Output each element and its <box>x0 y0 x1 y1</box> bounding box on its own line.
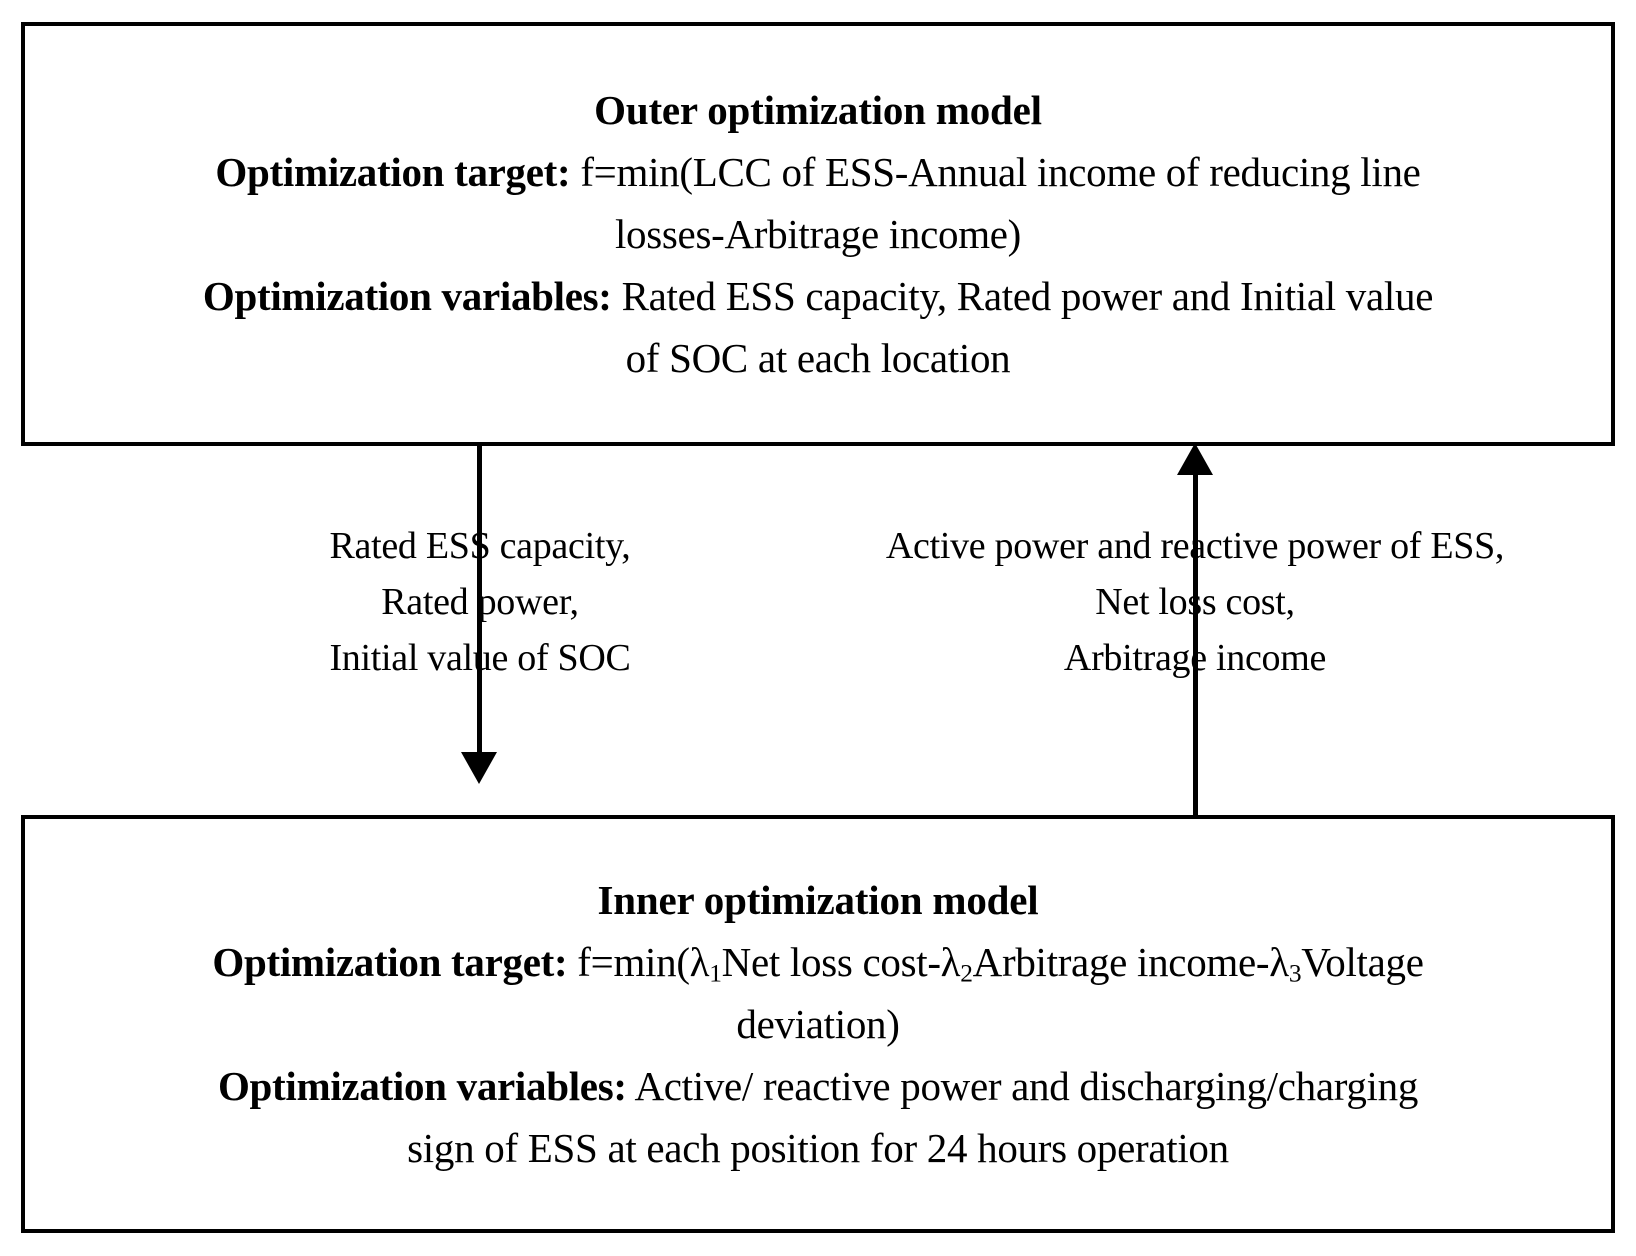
arrow-down-icon <box>461 752 497 784</box>
outer-box-content: Outer optimization model Optimization ta… <box>59 79 1577 389</box>
upward-flow-label-line-2: Net loss cost, <box>1095 581 1295 623</box>
downward-flow-label: Rated ESS capacity, Rated power, Initial… <box>180 518 780 686</box>
outer-variables-label: Optimization variables: <box>202 273 612 319</box>
upward-flow-label-line-3: Arbitrage income <box>1063 637 1327 679</box>
upward-connector-line <box>1193 474 1198 816</box>
arrow-up-icon <box>1177 443 1213 475</box>
outer-target-label: Optimization target: <box>215 149 571 195</box>
outer-optimization-target-line-2: losses-Arbitrage income) <box>614 211 1022 257</box>
inner-model-title: Inner optimization model <box>597 877 1039 923</box>
downward-flow-label-line-1: Rated ESS capacity, <box>329 525 631 567</box>
lambda-1-subscript: 1 <box>709 959 722 988</box>
inner-target-value-part-3: Arbitrage income-λ <box>972 939 1289 985</box>
outer-variables-value-line-1: Rated ESS capacity, Rated power and Init… <box>621 273 1434 319</box>
upward-flow-label-line-1: Active power and reactive power of ESS, <box>885 525 1505 567</box>
lambda-3-subscript: 3 <box>1288 959 1302 988</box>
inner-target-value-part-4: Voltage <box>1301 939 1424 985</box>
inner-optimization-variables-line-2: sign of ESS at each position for 24 hour… <box>407 1125 1229 1171</box>
downward-flow-label-line-3: Initial value of SOC <box>329 637 631 679</box>
inner-variables-label: Optimization variables: <box>217 1063 627 1109</box>
inner-optimization-model-box: Inner optimization model Optimization ta… <box>21 815 1615 1233</box>
outer-optimization-variables-line-2: of SOC at each location <box>625 335 1011 381</box>
inner-target-value-part-2: Net loss cost-λ <box>721 939 961 985</box>
outer-optimization-variables-line-1: Optimization variables: Rated ESS capaci… <box>59 265 1577 327</box>
inner-target-value-part-1: f=min(λ <box>577 939 710 985</box>
outer-target-value-line-1: f=min(LCC of ESS-Annual income of reduci… <box>580 149 1421 195</box>
inner-target-label: Optimization target: <box>212 939 568 985</box>
outer-model-title: Outer optimization model <box>594 87 1042 133</box>
outer-optimization-target-line-1: Optimization target: f=min(LCC of ESS-An… <box>59 141 1577 203</box>
inner-variables-value-line-1: Active/ reactive power and discharging/c… <box>634 1063 1419 1109</box>
inner-box-content: Inner optimization model Optimization ta… <box>59 869 1577 1179</box>
downward-connector-line <box>477 444 482 764</box>
inner-optimization-variables-line-1: Optimization variables: Active/ reactive… <box>59 1055 1577 1117</box>
downward-flow-label-line-2: Rated power, <box>381 581 579 623</box>
upward-flow-label: Active power and reactive power of ESS, … <box>830 518 1560 686</box>
outer-optimization-model-box: Outer optimization model Optimization ta… <box>21 22 1615 446</box>
lambda-2-subscript: 2 <box>960 959 973 988</box>
inner-optimization-target-line-1: Optimization target: f=min(λ1Net loss co… <box>59 931 1577 993</box>
inner-optimization-target-line-2: deviation) <box>736 1001 900 1047</box>
